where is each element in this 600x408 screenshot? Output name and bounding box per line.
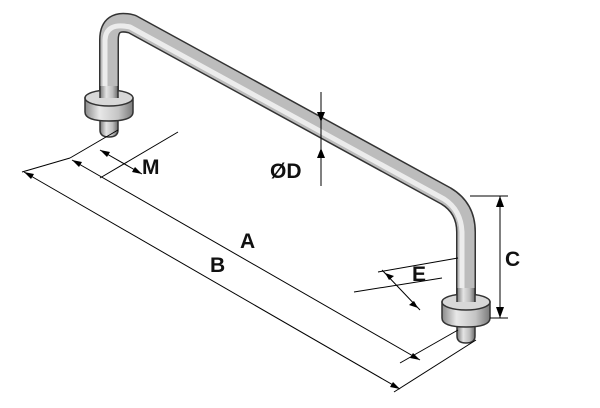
label-c: C xyxy=(505,248,520,271)
right-collar xyxy=(441,288,491,344)
dim-d-arrow-top xyxy=(317,112,325,122)
ext-line-e-bottom xyxy=(353,277,443,293)
dim-m-arrow-end xyxy=(132,167,142,174)
ext-line-e-top xyxy=(377,257,459,273)
label-e: E xyxy=(412,263,426,286)
dim-b-arrow-end xyxy=(390,382,400,389)
ext-line-right-outer xyxy=(393,339,477,393)
dimension-labels: A B C ØD E M xyxy=(142,156,520,286)
ext-line-left-outer xyxy=(21,157,71,173)
handle-graphic xyxy=(84,12,491,344)
dim-line-a xyxy=(71,159,421,361)
dim-e-arrow-end xyxy=(409,301,418,308)
dim-c-arrow-top xyxy=(496,196,504,207)
dim-a-arrow-end xyxy=(410,353,420,360)
dim-m-arrow-start xyxy=(100,150,110,157)
dimension-lines xyxy=(21,92,508,393)
dim-b-arrow-start xyxy=(24,172,34,179)
label-b: B xyxy=(210,254,225,277)
label-a: A xyxy=(240,230,255,253)
ext-line-left-m-b xyxy=(99,131,179,179)
dim-a-arrow-start xyxy=(72,160,82,167)
handle-tube-highlight xyxy=(102,23,465,296)
ext-line-left-m-a xyxy=(69,129,119,159)
dim-e-arrow-start xyxy=(385,273,394,280)
ext-line-right-inner xyxy=(399,329,459,364)
label-d: ØD xyxy=(270,160,302,183)
label-m: M xyxy=(142,156,160,179)
dim-line-b xyxy=(23,171,401,390)
dim-c-arrow-bottom xyxy=(496,307,504,318)
left-collar xyxy=(84,86,134,138)
dim-d-arrow-bottom xyxy=(317,148,325,158)
